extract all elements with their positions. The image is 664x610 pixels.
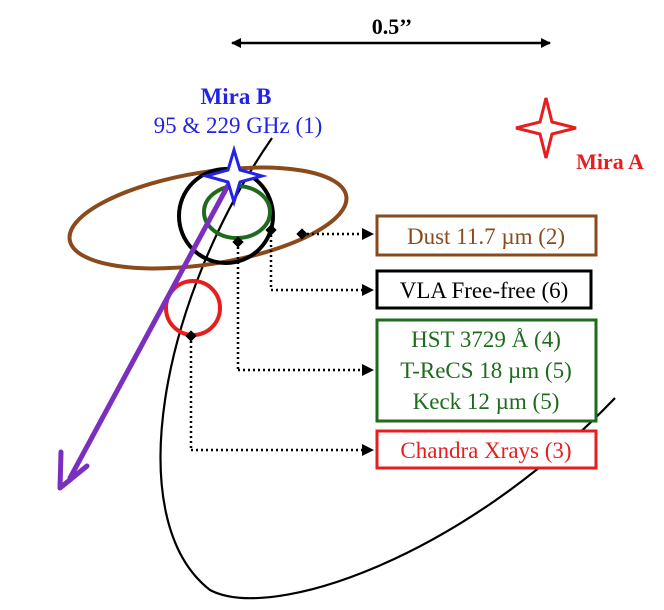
optical-label-line-1: HST 3729 Å (4): [411, 327, 561, 352]
leader-optical: [232, 236, 374, 376]
leader-chandra: [185, 330, 374, 456]
motion-arrowhead: [57, 449, 90, 491]
mira-a-star: [515, 97, 577, 159]
leader-vla: [265, 224, 374, 296]
optical-label-line-2: T-ReCS 18 µm (5): [400, 358, 572, 383]
orbit-curve: [159, 137, 616, 600]
optical-label-line-3: Keck 12 µm (5): [413, 389, 560, 414]
mira-a-name: Mira A: [576, 149, 644, 174]
chandra-label: Chandra Xrays (3): [400, 438, 571, 463]
vla-label: VLA Free-free (6): [400, 278, 569, 303]
mira-b-star: [200, 144, 268, 208]
dust-label: Dust 11.7 µm (2): [407, 224, 565, 249]
mira-b-name: Mira B: [201, 84, 272, 109]
motion-arrow: [67, 175, 235, 481]
scale-bar-label: 0.5’’: [372, 14, 413, 39]
dust-label-box: [375, 214, 598, 257]
chandra-label-box: [375, 429, 598, 470]
optical-label-box: [375, 318, 598, 423]
leader-dust: [296, 228, 374, 240]
vla-label-box: [375, 269, 593, 310]
mira-b-detail: 95 & 229 GHz (1): [154, 113, 323, 138]
